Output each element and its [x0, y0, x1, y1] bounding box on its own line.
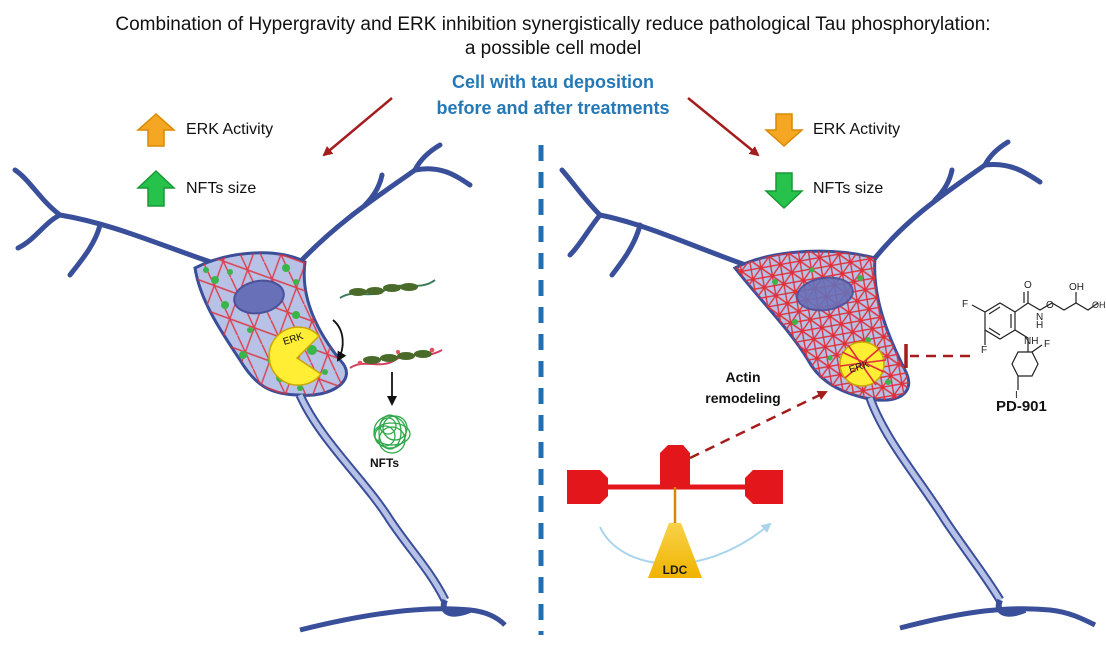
- left-nfts-up-arrow-icon: [136, 169, 176, 207]
- arrow-to-right-cell: [687, 97, 760, 157]
- pd901-inhibition: [904, 344, 970, 368]
- right-erk-activity-label: ERK Activity: [813, 121, 901, 138]
- atom-h: H: [1036, 320, 1044, 331]
- right-tau-granules: [772, 267, 891, 385]
- atom-oh1: OH: [1069, 282, 1084, 293]
- atom-i: I: [1015, 390, 1018, 401]
- right-nfts-down-arrow-icon: [764, 172, 804, 210]
- left-neuron: [12, 142, 507, 633]
- right-erk-actin-overlay: [839, 344, 887, 386]
- left-nucleus: [233, 279, 285, 315]
- right-axon-terminal: [899, 606, 1097, 631]
- left-nfts-size-label: NFTs size: [186, 180, 257, 197]
- tau-filament-top: [339, 279, 436, 299]
- left-erk-pacman: [268, 326, 323, 386]
- arrow-to-left-cell: [322, 97, 393, 157]
- left-tau-granules: [203, 264, 328, 391]
- ldc-label: LDC: [662, 563, 688, 577]
- left-cytoskeleton: [195, 252, 347, 396]
- atom-n: N: [1036, 312, 1044, 323]
- atom-f1: F: [962, 299, 969, 310]
- diagram-title-line1: Combination of Hypergravity and ERK inhi…: [115, 14, 991, 35]
- actin-dashed-arrow: [689, 390, 828, 460]
- atom-o2: O: [1046, 300, 1054, 311]
- atom-oh2: OH: [1092, 300, 1106, 310]
- ldc-cone: [648, 523, 702, 578]
- subtitle-line2: before and after treatments: [436, 98, 670, 118]
- right-dendrites: [559, 139, 1043, 278]
- curved-process-arrow: [332, 319, 347, 362]
- atom-f2: F: [981, 345, 988, 356]
- pd901-label: PD-901: [996, 398, 1047, 415]
- nfts-label: NFTs: [370, 456, 400, 470]
- left-axon-terminal: [299, 606, 507, 633]
- nfts-tangle: [373, 414, 411, 454]
- right-neuron: [559, 139, 1097, 631]
- right-nfts-size-label: NFTs size: [813, 180, 884, 197]
- pd901-molecule: [971, 291, 1099, 390]
- left-erk-up-arrow-icon: [136, 112, 176, 147]
- diagram-title-line2: a possible cell model: [464, 38, 642, 59]
- left-erk-activity-label: ERK Activity: [186, 121, 274, 138]
- ldc-top-bucket: [660, 445, 690, 487]
- atom-nh: NH: [1024, 336, 1039, 347]
- ldc-right-bucket: [745, 470, 783, 504]
- tau-filament-phospho: [349, 347, 443, 369]
- ldc-left-bucket: [567, 470, 608, 504]
- actin-remodeling-label: Actin remodeling: [705, 369, 781, 406]
- right-nucleus: [796, 276, 854, 312]
- right-erk-down-arrow-icon: [764, 113, 804, 148]
- atom-o1: O: [1024, 280, 1032, 291]
- atom-f3: F: [1044, 339, 1051, 350]
- subtitle-line1: Cell with tau deposition: [452, 72, 654, 92]
